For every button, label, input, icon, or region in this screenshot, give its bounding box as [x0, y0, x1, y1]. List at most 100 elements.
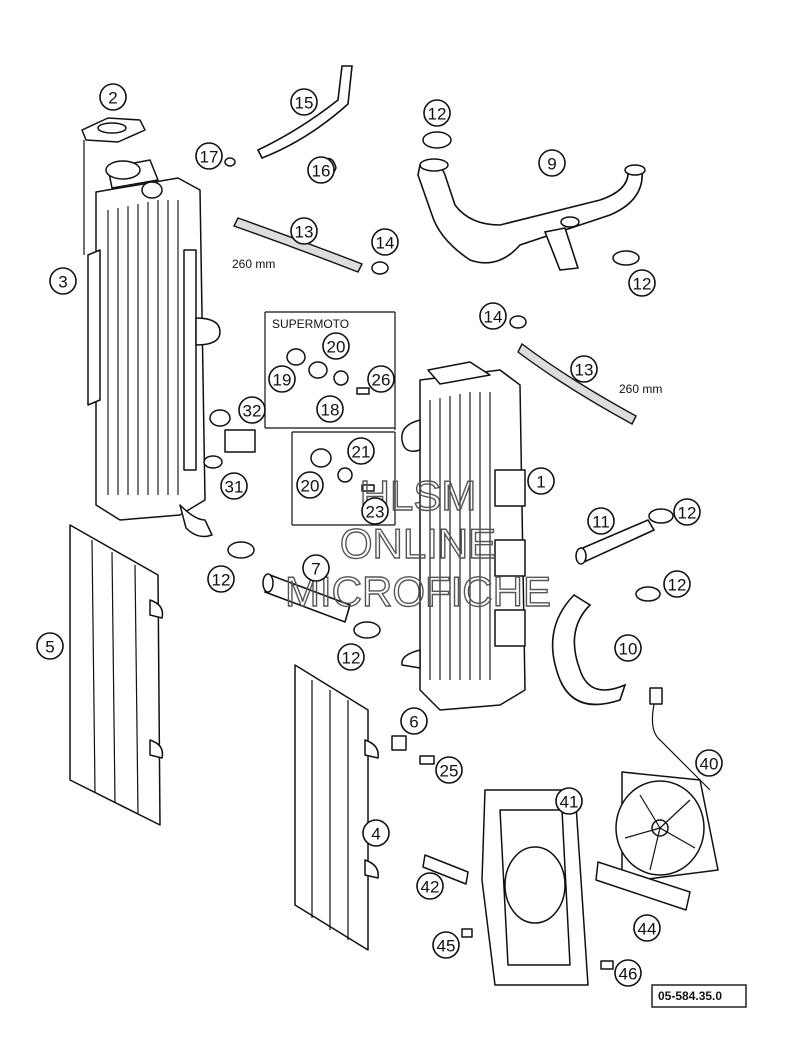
- left-radiator: [87, 159, 221, 538]
- part-number: 12: [342, 649, 361, 668]
- part-callout: 25: [435, 756, 463, 784]
- fan-bracket: [595, 861, 691, 911]
- part-callout: 3: [49, 267, 77, 295]
- part-number: 12: [668, 576, 687, 595]
- radiator-louvre-left: [69, 524, 164, 826]
- part-number: 19: [273, 371, 292, 390]
- part-number: 12: [428, 105, 447, 124]
- document-number-box: 05-584.35.0: [651, 984, 747, 1008]
- part-callout: 12: [663, 570, 691, 598]
- part-callout: 13: [290, 217, 318, 245]
- part-number: 42: [421, 878, 440, 897]
- part-callout: 10: [614, 634, 642, 662]
- part-number: 45: [437, 937, 456, 956]
- part-callout: 16: [307, 156, 335, 184]
- part-callout: 20: [296, 471, 324, 499]
- part-number: 21: [352, 443, 371, 462]
- supermoto-label: SUPERMOTO: [272, 317, 349, 331]
- radiator-cap: [81, 117, 146, 255]
- part-callout: 7: [302, 554, 330, 582]
- part-callout: 26: [367, 365, 395, 393]
- part-number: 40: [700, 755, 719, 774]
- part-callout: 19: [268, 365, 296, 393]
- part-callout: 41: [555, 787, 583, 815]
- part-callout: 14: [371, 228, 399, 256]
- hose-7: [262, 573, 351, 624]
- part-number: 9: [547, 155, 556, 174]
- watermark-line: MICROFICHE: [285, 568, 551, 615]
- part-callout: 44: [633, 914, 661, 942]
- thermostat-fittings: [203, 348, 375, 492]
- part-number: 13: [575, 361, 594, 380]
- part-number: 23: [366, 503, 385, 522]
- part-callout: 4: [362, 819, 390, 847]
- part-number: 1: [536, 473, 545, 492]
- part-callout: 12: [673, 498, 701, 526]
- fan-frame: [481, 789, 589, 986]
- part-number: 12: [633, 275, 652, 294]
- part-number: 16: [312, 162, 331, 181]
- part-callout: 12: [207, 565, 235, 593]
- part-number: 6: [409, 713, 418, 732]
- part-number: 32: [243, 402, 262, 421]
- part-number: 13: [295, 223, 314, 242]
- part-number: 11: [592, 513, 610, 532]
- part-callout: 1: [527, 467, 555, 495]
- part-number: 46: [619, 965, 638, 984]
- part-callout: 5: [36, 632, 64, 660]
- length-label: 260 mm: [619, 382, 662, 396]
- part-number: 12: [678, 504, 697, 523]
- part-number: 17: [200, 148, 219, 167]
- part-number: 5: [45, 638, 54, 657]
- right-radiator: [401, 361, 526, 711]
- part-number: 7: [311, 560, 320, 579]
- part-callout: 32: [238, 396, 266, 424]
- part-number: 31: [225, 478, 244, 497]
- part-callout: 17: [195, 142, 223, 170]
- part-callout: 2: [99, 83, 127, 111]
- overflow-hose-right: [517, 342, 637, 425]
- y-hose: [417, 158, 646, 271]
- part-number: 26: [372, 371, 391, 390]
- part-number: 3: [58, 273, 67, 292]
- part-number: 20: [327, 338, 346, 357]
- part-callout: 15: [290, 88, 318, 116]
- part-callout: 9: [538, 149, 566, 177]
- part-number: 2: [108, 89, 117, 108]
- part-number: 41: [560, 793, 579, 812]
- part-callout: 46: [614, 959, 642, 987]
- part-number: 10: [619, 640, 638, 659]
- part-number: 18: [321, 401, 340, 420]
- part-callout: 20: [322, 332, 350, 360]
- watermark-line: ONLINE: [340, 520, 496, 567]
- part-callout: 14: [479, 302, 507, 330]
- part-callout: 40: [695, 749, 723, 777]
- part-callout: 18: [316, 395, 344, 423]
- part-callout: 12: [628, 269, 656, 297]
- part-number: 12: [212, 571, 231, 590]
- part-callout: 21: [347, 437, 375, 465]
- part-number: 4: [371, 825, 380, 844]
- cooling-fan: [615, 687, 719, 881]
- document-number: 05-584.35.0: [658, 989, 722, 1003]
- part-callout: 11: [587, 507, 615, 535]
- supermoto-box: SUPERMOTO: [264, 311, 396, 526]
- part-callout: 45: [432, 931, 460, 959]
- part-callout: 12: [423, 99, 451, 127]
- part-number: 14: [376, 234, 395, 253]
- part-number: 14: [484, 308, 503, 327]
- part-callout: 12: [337, 643, 365, 671]
- part-callout: 42: [416, 872, 444, 900]
- part-callout: 13: [570, 355, 598, 383]
- part-number: 20: [301, 477, 320, 496]
- overflow-hose-left: [233, 217, 363, 273]
- part-number: 25: [440, 762, 459, 781]
- part-number: 44: [638, 920, 657, 939]
- part-callout: 23: [361, 497, 389, 525]
- watermark: HLSM ONLINE MICROFICHE: [284, 471, 551, 615]
- lower-hose-10: [551, 593, 627, 706]
- part-number: 15: [295, 94, 314, 113]
- radiator-louvre-right: [294, 664, 379, 951]
- callout-group: 1234567910111212121212121313141415161718…: [36, 83, 723, 987]
